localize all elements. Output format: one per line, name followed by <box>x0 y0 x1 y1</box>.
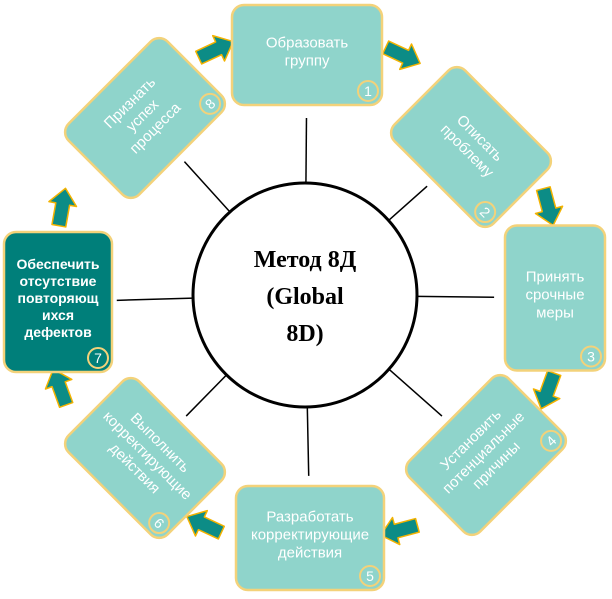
step-label-line: срочные <box>525 286 584 303</box>
center-circle-shape <box>191 181 419 409</box>
step-box-shape <box>234 484 386 592</box>
arrow-shape <box>194 34 234 65</box>
cycle-arrow <box>379 516 420 546</box>
cycle-arrow <box>194 34 234 65</box>
arrow-shape <box>379 516 420 546</box>
step-box-shape <box>404 373 568 537</box>
arrow-shape <box>48 187 78 228</box>
arrow-shape <box>534 186 564 227</box>
step-label-line: повторяющ <box>18 290 99 306</box>
step-label-line: дефектов <box>24 324 92 340</box>
step-number-badge <box>87 347 109 369</box>
step-number-badge <box>474 201 497 224</box>
step-boxes: Образоватьгруппу1Описатьпроблему2Принять… <box>2 3 607 592</box>
cycle-arrows <box>44 34 564 546</box>
step-box-shape <box>63 376 227 540</box>
step-number: 7 <box>94 350 102 366</box>
spoke-line <box>116 297 194 302</box>
step-box-7: Обеспечитьотсутствиеповторяющихсядефекто… <box>2 230 114 374</box>
center-circle: Метод 8Д (Global 8D) <box>191 181 419 409</box>
step-label-line: группу <box>285 52 330 69</box>
step-label-line: Разработать <box>266 508 353 525</box>
step-label-line: Принять <box>526 268 585 285</box>
spoke-line <box>388 185 428 222</box>
cycle-arrow <box>532 369 562 410</box>
center-title-line-2: (Global <box>266 284 344 310</box>
step-label-line: отсутствие <box>20 273 97 289</box>
step-number-badge <box>148 512 171 535</box>
step-number-badge <box>199 92 222 115</box>
step-box-shape <box>389 65 553 229</box>
arrow-shape <box>44 368 74 409</box>
spoke-line <box>388 368 443 417</box>
step-box-shape <box>230 3 384 107</box>
step-number-badge <box>359 565 381 587</box>
step-number-badge <box>580 345 602 368</box>
center-title-line-1: Метод 8Д <box>254 247 357 273</box>
arrow-shape <box>532 369 562 410</box>
cycle-arrow <box>44 368 74 409</box>
step-label-line: меры <box>536 304 574 321</box>
center-title-line-3: 8D) <box>286 321 323 347</box>
arrow-shape <box>186 509 226 540</box>
step-number-badge <box>357 80 379 102</box>
arrow-shape <box>381 40 421 71</box>
spoke-line <box>306 406 310 476</box>
step-box-shape <box>63 36 227 200</box>
step-label-line: действия <box>278 544 342 561</box>
step-box-shape <box>2 230 114 374</box>
step-number: 5 <box>366 568 374 584</box>
cycle-arrow <box>48 187 78 228</box>
spoke-line <box>183 161 231 213</box>
spoke-line <box>305 117 308 184</box>
cycle-arrow <box>534 186 564 227</box>
step-label-line: Образовать <box>266 34 349 51</box>
spoke-line <box>185 374 228 417</box>
step-box-shape <box>503 224 607 372</box>
step-number: 3 <box>587 349 595 365</box>
spoke-line <box>416 295 495 299</box>
step-label-line: ихся <box>42 307 74 323</box>
step-label-line: Обеспечить <box>16 256 99 272</box>
step-number: 1 <box>364 83 372 99</box>
cycle-arrow <box>186 509 226 540</box>
cycle-arrow <box>381 40 421 71</box>
connector-spokes <box>116 117 495 476</box>
step-number-badge <box>540 429 563 452</box>
step-label-line: корректирующие <box>251 526 369 543</box>
